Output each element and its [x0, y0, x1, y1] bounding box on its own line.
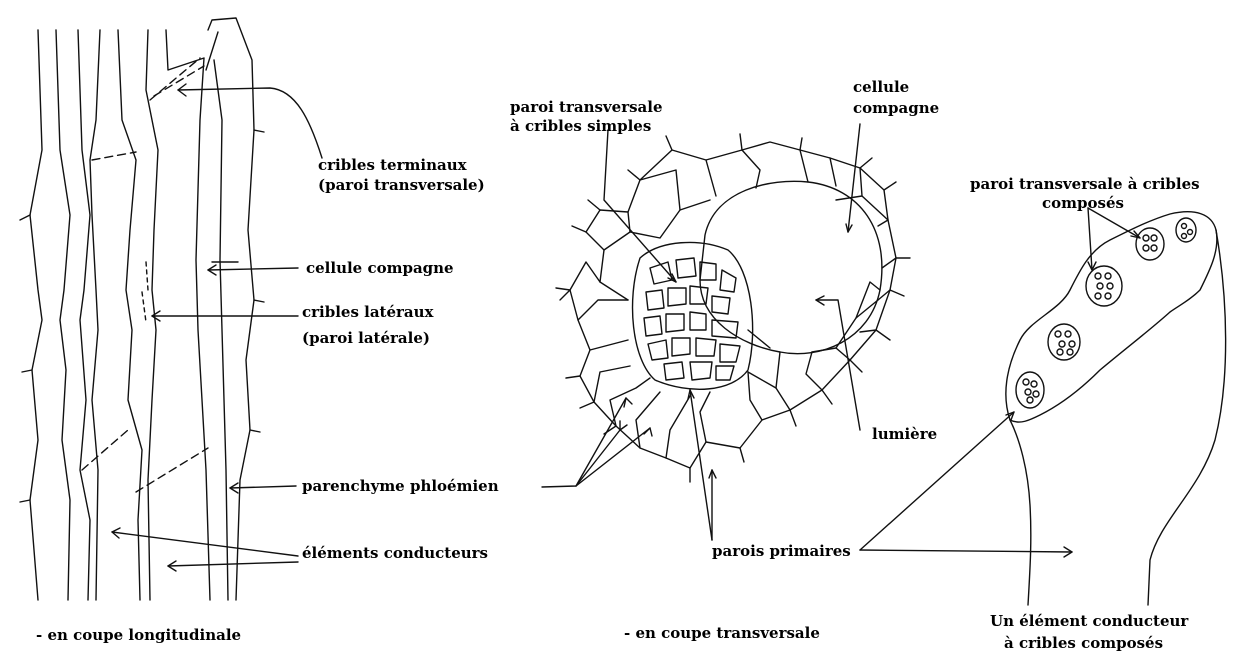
longitudinal-section — [20, 18, 264, 600]
label-cellule-compagne-mid-2: compagne — [853, 99, 939, 117]
label-elements-conducteurs: éléments conducteurs — [302, 544, 488, 562]
lumen-cell — [700, 181, 882, 353]
surrounding-cells — [570, 142, 896, 468]
label-cellule-compagne-mid-1: cellule — [853, 78, 909, 96]
label-cribles-lateraux: cribles latéraux — [302, 303, 434, 321]
label-lumiere: lumière — [872, 425, 937, 443]
label-element-conducteur-2: à cribles composés — [1004, 634, 1163, 652]
label-element-conducteur-1: Un élément conducteur — [990, 612, 1188, 630]
label-paroi-cribles-composes-2: composés — [1042, 194, 1124, 212]
sieve-plate-pores — [644, 258, 740, 380]
label-paroi-cribles-composes-1: paroi transversale à cribles — [970, 175, 1200, 193]
label-coupe-longitudinale: - en coupe longitudinale — [36, 626, 241, 644]
label-cellule-compagne-left: cellule compagne — [306, 259, 454, 277]
conducting-element — [1006, 212, 1226, 605]
transverse-section — [556, 134, 910, 482]
leader-lines — [112, 84, 1140, 571]
label-paroi-cribles-simples-2: à cribles simples — [510, 117, 651, 135]
sieve-plate-cell — [633, 242, 753, 389]
label-coupe-transversale: - en coupe transversale — [624, 624, 820, 642]
label-parenchyme: parenchyme phloémien — [302, 477, 499, 495]
outer-spikes — [556, 134, 910, 482]
label-paroi-cribles-simples-1: paroi transversale — [510, 98, 663, 116]
label-paroi-transversale: (paroi transversale) — [318, 176, 485, 194]
label-parois-primaires: parois primaires — [712, 542, 851, 560]
label-cribles-terminaux: cribles terminaux — [318, 156, 467, 174]
label-paroi-laterale: (paroi latérale) — [302, 329, 430, 347]
